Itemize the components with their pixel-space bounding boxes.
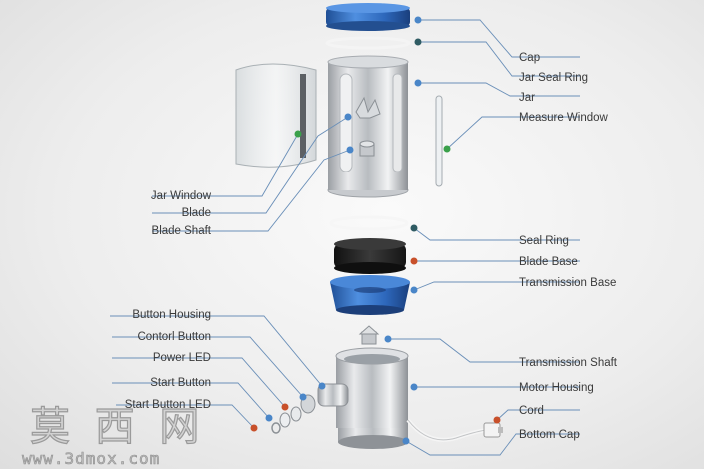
dot-blade-shaft [347,147,354,154]
label-bottom-cap: Bottom Cap [519,429,580,441]
dot-motor-housing [411,384,418,391]
jar-window-part [236,64,316,167]
label-jar-window: Jar Window [151,190,212,202]
dot-cord [494,417,501,424]
label-start-button: Start Button [150,377,211,389]
dot-bottom-cap [403,438,410,445]
dot-button-housing [319,383,326,390]
dot-seal-ring [411,225,418,232]
dot-transmission-base [411,287,418,294]
leader-jar-seal-ring [418,42,580,76]
jar-part [328,56,408,197]
cord-part [408,420,503,440]
dot-jar [415,80,422,87]
blade-base-part [334,238,406,274]
measure-window-part [436,96,442,186]
dot-jar-window [295,131,302,138]
label-button-housing: Button Housing [132,309,211,321]
power-led-part [291,407,301,421]
dot-transmission-shaft [385,336,392,343]
start-button-part [280,413,290,427]
label-jar-seal-ring: Jar Seal Ring [519,72,588,84]
bottom-cap-part [338,428,408,449]
leader-cap [418,20,580,57]
leader-jar [418,83,580,96]
dot-blade [345,114,352,121]
dot-power-led [282,404,289,411]
label-seal-ring: Seal Ring [519,235,569,247]
start-button-led-part [272,423,280,433]
label-measure-window: Measure Window [519,112,609,124]
cap-part [326,3,410,31]
label-jar: Jar [519,92,535,104]
label-blade: Blade [182,207,211,219]
leader-button-housing [110,316,322,386]
dot-jar-seal-ring [415,39,422,46]
label-motor-housing: Motor Housing [519,382,594,394]
dot-cap [415,17,422,24]
label-control-button: Contorl Button [137,331,211,343]
dot-blade-base [411,258,418,265]
transmission-base-part [330,275,410,315]
label-transmission-base: Transmission Base [519,277,616,289]
watermark: 莫 西 网 www.3dmox.com [22,404,205,468]
label-blade-shaft: Blade Shaft [152,225,212,237]
dot-start-button-led [251,425,258,432]
label-cord: Cord [519,405,544,417]
dot-control-button [300,394,307,401]
blade-shaft-part [360,141,374,156]
watermark-url: www.3dmox.com [22,449,160,468]
jar-seal-ring-part [327,38,409,48]
transmission-shaft-part [360,326,378,344]
label-cap: Cap [519,52,540,64]
watermark-text: 莫 西 网 [30,404,205,450]
seal-ring-part [331,217,407,229]
label-transmission-shaft: Transmission Shaft [519,357,618,369]
dot-start-button [266,415,273,422]
label-blade-base: Blade Base [519,256,578,268]
label-power-led: Power LED [153,352,211,364]
dot-measure-window [444,146,451,153]
